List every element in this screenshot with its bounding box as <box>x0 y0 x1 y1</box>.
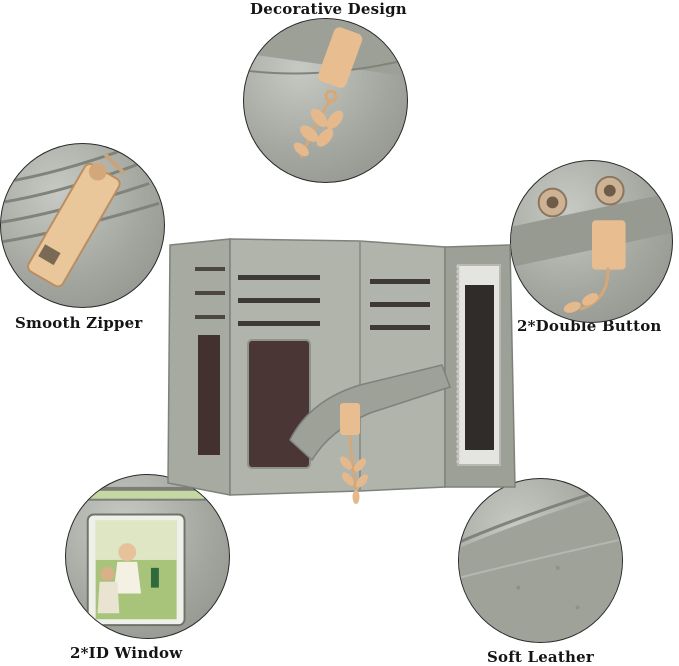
wallet-product-image <box>160 225 520 530</box>
snap-buttons-closeup-illustration <box>511 175 672 313</box>
id-window-photo-illustration <box>85 486 210 627</box>
leather-texture-closeup-illustration <box>459 482 622 642</box>
open-wallet-illustration <box>167 238 516 504</box>
label-smooth-zipper: Smooth Zipper <box>15 314 143 332</box>
soft-leather-closeup <box>458 478 623 643</box>
leaf-charm-closeup-illustration <box>244 19 407 158</box>
label-double-button: 2*Double Button <box>517 317 662 335</box>
double-button-closeup <box>510 160 673 323</box>
label-soft-leather: Soft Leather <box>487 648 594 666</box>
label-id-window: 2*ID Window <box>70 644 183 662</box>
id-window-closeup <box>65 474 230 639</box>
label-decorative-design: Decorative Design <box>250 0 407 18</box>
decorative-design-closeup <box>243 18 408 183</box>
zipper-pull-closeup-illustration <box>1 144 160 288</box>
smooth-zipper-closeup <box>0 143 165 308</box>
